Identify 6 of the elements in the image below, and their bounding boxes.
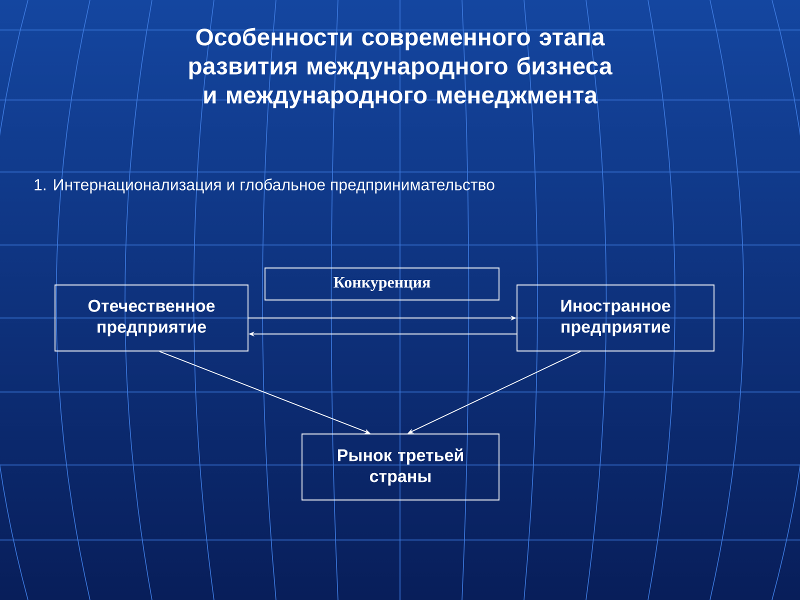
process-box: Иностранное предприятие	[516, 284, 714, 352]
process-box: Отечественное предприятие	[54, 284, 248, 352]
label-box: Конкуренция	[264, 268, 500, 300]
slide-title: Особенности современного этапа развития международного бизнеса и международного менеджмента	[189, 28, 612, 108]
subheading: 1. Интернационализация и глобальное предпринимательство	[34, 178, 494, 194]
process-box: Рынок третьей страны	[302, 434, 500, 500]
